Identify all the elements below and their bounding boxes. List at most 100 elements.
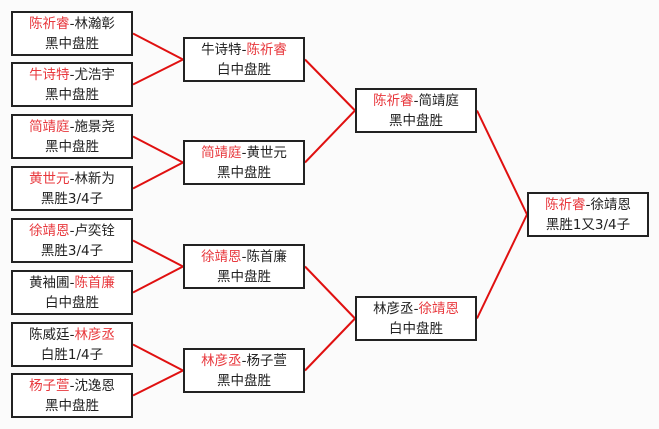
player-1: 林彦丞 bbox=[201, 353, 242, 369]
bracket-connector bbox=[476, 110, 528, 215]
separator: - bbox=[585, 197, 591, 213]
match-players: 林彦丞-徐靖恩 bbox=[357, 299, 475, 319]
match-players: 杨子萱-沈逸恩 bbox=[13, 376, 131, 396]
match-players: 牛诗特-陈祈睿 bbox=[185, 40, 303, 60]
match-box-round3: 林彦丞-徐靖恩白中盘胜 bbox=[355, 296, 477, 341]
bracket-connector bbox=[304, 265, 356, 320]
player-2: 林瀚彰 bbox=[74, 16, 115, 32]
match-players: 陈祈睿-徐靖恩 bbox=[529, 195, 647, 215]
separator: - bbox=[69, 378, 75, 394]
match-result: 黑中盘胜 bbox=[217, 373, 271, 389]
separator: - bbox=[69, 327, 75, 343]
match-players: 徐靖恩-卢奕铨 bbox=[13, 221, 131, 241]
player-2: 林彦丞 bbox=[74, 327, 115, 343]
separator: - bbox=[69, 16, 75, 32]
bracket-connector bbox=[132, 369, 184, 397]
player-1: 牛诗特 bbox=[201, 42, 242, 58]
player-2: 沈逸恩 bbox=[74, 378, 115, 394]
bracket-connector bbox=[132, 239, 184, 268]
bracket-connector bbox=[476, 214, 528, 319]
match-players: 简靖庭-施景尧 bbox=[13, 117, 131, 137]
match-result: 黑胜3/4子 bbox=[40, 243, 104, 259]
match-result: 白中盘胜 bbox=[389, 321, 443, 337]
match-result: 黑中盘胜 bbox=[45, 139, 99, 155]
bracket-connector bbox=[304, 109, 356, 164]
player-2: 徐靖恩 bbox=[418, 301, 459, 317]
match-box-round1: 牛诗特-尤浩宇黑中盘胜 bbox=[11, 62, 133, 107]
separator: - bbox=[69, 223, 75, 239]
player-2: 黄世元 bbox=[246, 145, 287, 161]
bracket-connector bbox=[304, 58, 356, 112]
player-1: 徐靖恩 bbox=[29, 223, 70, 239]
match-players: 陈祈睿-简靖庭 bbox=[357, 91, 475, 111]
match-box-round1: 黄世元-林新为黑胜3/4子 bbox=[11, 166, 133, 211]
separator: - bbox=[241, 353, 247, 369]
match-result: 黑中盘胜 bbox=[217, 165, 271, 181]
player-1: 徐靖恩 bbox=[201, 249, 242, 265]
match-players: 黄世元-林新为 bbox=[13, 169, 131, 189]
match-result: 白中盘胜 bbox=[45, 295, 99, 311]
match-result: 黑胜3/4子 bbox=[40, 191, 104, 207]
match-result: 黑中盘胜 bbox=[389, 113, 443, 129]
match-box-round1: 黄袖圃-陈首廉白中盘胜 bbox=[11, 270, 133, 315]
separator: - bbox=[69, 67, 75, 83]
player-1: 杨子萱 bbox=[29, 378, 70, 394]
player-2: 卢奕铨 bbox=[74, 223, 115, 239]
match-box-round4: 陈祈睿-徐靖恩黑胜1又3/4子 bbox=[527, 192, 649, 237]
match-players: 陈祈睿-林瀚彰 bbox=[13, 14, 131, 34]
match-box-round1: 杨子萱-沈逸恩黑中盘胜 bbox=[11, 373, 133, 418]
match-result: 黑中盘胜 bbox=[45, 398, 99, 414]
match-players: 简靖庭-黄世元 bbox=[185, 143, 303, 163]
player-1: 陈威廷 bbox=[29, 327, 70, 343]
player-2: 林新为 bbox=[74, 171, 115, 187]
bracket-connector bbox=[132, 343, 184, 372]
bracket-connector bbox=[132, 265, 184, 294]
match-players: 陈威廷-林彦丞 bbox=[13, 325, 131, 345]
match-result: 黑中盘胜 bbox=[217, 269, 271, 285]
match-box-round3: 陈祈睿-简靖庭黑中盘胜 bbox=[355, 88, 477, 133]
separator: - bbox=[241, 42, 247, 58]
match-box-round1: 陈威廷-林彦丞白胜1/4子 bbox=[11, 322, 133, 367]
separator: - bbox=[413, 93, 419, 109]
player-1: 黄袖圃 bbox=[29, 275, 70, 291]
separator: - bbox=[69, 171, 75, 187]
player-1: 陈祈睿 bbox=[373, 93, 414, 109]
bracket-connector bbox=[304, 317, 356, 372]
match-box-round2: 林彦丞-杨子萱黑中盘胜 bbox=[183, 348, 305, 393]
match-box-round2: 牛诗特-陈祈睿白中盘胜 bbox=[183, 37, 305, 82]
match-players: 牛诗特-尤浩宇 bbox=[13, 65, 131, 85]
match-result: 黑中盘胜 bbox=[45, 87, 99, 103]
match-box-round2: 徐靖恩-陈首廉黑中盘胜 bbox=[183, 244, 305, 289]
separator: - bbox=[413, 301, 419, 317]
player-1: 牛诗特 bbox=[29, 67, 70, 83]
player-2: 施景尧 bbox=[74, 119, 115, 135]
player-2: 简靖庭 bbox=[418, 93, 459, 109]
separator: - bbox=[241, 249, 247, 265]
player-2: 尤浩宇 bbox=[74, 67, 115, 83]
bracket-connector bbox=[132, 32, 184, 61]
match-box-round1: 简靖庭-施景尧黑中盘胜 bbox=[11, 114, 133, 159]
player-1: 林彦丞 bbox=[373, 301, 414, 317]
match-box-round2: 简靖庭-黄世元黑中盘胜 bbox=[183, 140, 305, 185]
player-1: 简靖庭 bbox=[201, 145, 242, 161]
player-1: 陈祈睿 bbox=[545, 197, 586, 213]
match-players: 徐靖恩-陈首廉 bbox=[185, 247, 303, 267]
separator: - bbox=[69, 119, 75, 135]
player-2: 杨子萱 bbox=[246, 353, 287, 369]
player-2: 徐靖恩 bbox=[590, 197, 631, 213]
match-box-round1: 徐靖恩-卢奕铨黑胜3/4子 bbox=[11, 218, 133, 263]
player-1: 黄世元 bbox=[29, 171, 70, 187]
bracket-connector bbox=[132, 58, 184, 86]
match-result: 白中盘胜 bbox=[217, 62, 271, 78]
player-1: 简靖庭 bbox=[29, 119, 70, 135]
player-2: 陈首廉 bbox=[74, 275, 115, 291]
match-players: 黄袖圃-陈首廉 bbox=[13, 273, 131, 293]
separator: - bbox=[69, 275, 75, 291]
bracket-connector bbox=[132, 161, 184, 190]
match-box-round1: 陈祈睿-林瀚彰黑中盘胜 bbox=[11, 11, 133, 56]
player-2: 陈首廉 bbox=[246, 249, 287, 265]
match-result: 黑胜1又3/4子 bbox=[545, 217, 631, 233]
player-2: 陈祈睿 bbox=[246, 42, 287, 58]
player-1: 陈祈睿 bbox=[29, 16, 70, 32]
